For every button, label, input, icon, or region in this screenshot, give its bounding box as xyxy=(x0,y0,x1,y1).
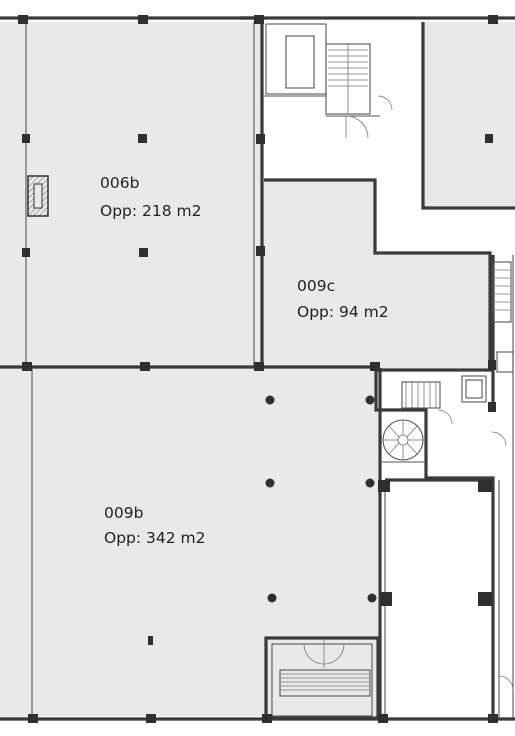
walls xyxy=(0,16,515,721)
room-label-006b: 006b Opp: 218 m2 xyxy=(100,174,202,220)
room-code-009b: 009b xyxy=(104,504,143,522)
room-fill-bottom-right xyxy=(385,482,493,718)
right-stair xyxy=(492,261,514,373)
room-fills xyxy=(0,22,515,720)
entrance-bottom xyxy=(264,636,380,720)
room-code-009c: 009c xyxy=(297,277,335,295)
top-stair-core xyxy=(262,23,393,139)
room-fill-009b xyxy=(32,368,378,716)
room-fill-left-strip-bottom xyxy=(0,368,32,720)
room-area-006b: Opp: 218 m2 xyxy=(100,202,202,220)
room-fill-right-top xyxy=(423,22,515,208)
room-fill-left-strip-top xyxy=(0,22,26,366)
columns xyxy=(18,15,498,723)
room-code-006b: 006b xyxy=(100,174,139,192)
room-area-009b: Opp: 342 m2 xyxy=(104,529,206,547)
stair-treads-top xyxy=(328,44,368,114)
room-fill-006b xyxy=(26,22,262,366)
core-stair-009b xyxy=(380,375,514,691)
room-label-009c: 009c Opp: 94 m2 xyxy=(297,277,389,321)
room-label-009b: 009b Opp: 342 m2 xyxy=(104,504,206,547)
room-fill-009c xyxy=(262,180,490,368)
room-area-009c: Opp: 94 m2 xyxy=(297,303,389,321)
